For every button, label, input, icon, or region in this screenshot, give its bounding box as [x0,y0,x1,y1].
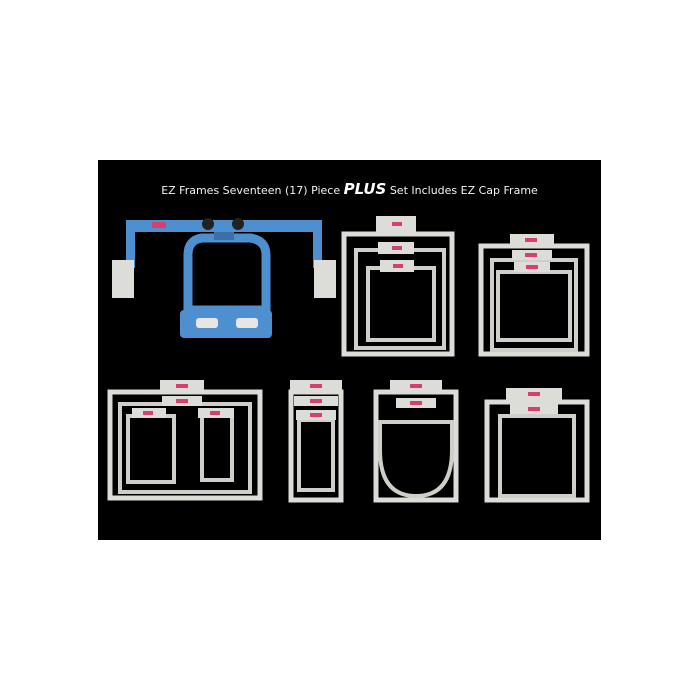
caption-text-end: Set Includes EZ Cap Frame [389,184,538,197]
photo-caption: EZ Frames Seventeen (17) Piece PLUS Set … [98,180,601,198]
embroidery-hoop-icon [288,380,344,503]
embroidery-hoop-icon [373,380,459,503]
caption-text-start: EZ Frames Seventeen (17) Piece [161,184,341,197]
embroidery-hoop-icon [484,388,590,503]
cap-frame-icon [112,218,336,338]
embroidery-hoop-icon [107,380,263,501]
caption-emphasis: PLUS [343,180,387,198]
frames-illustration: .fw { fill: none; stroke: #dcdcd8; strok… [107,216,590,503]
product-photo: EZ Frames Seventeen (17) Piece PLUS Set … [98,160,601,540]
embroidery-hoop-icon [478,234,590,357]
embroidery-hoop-icon [341,216,455,357]
